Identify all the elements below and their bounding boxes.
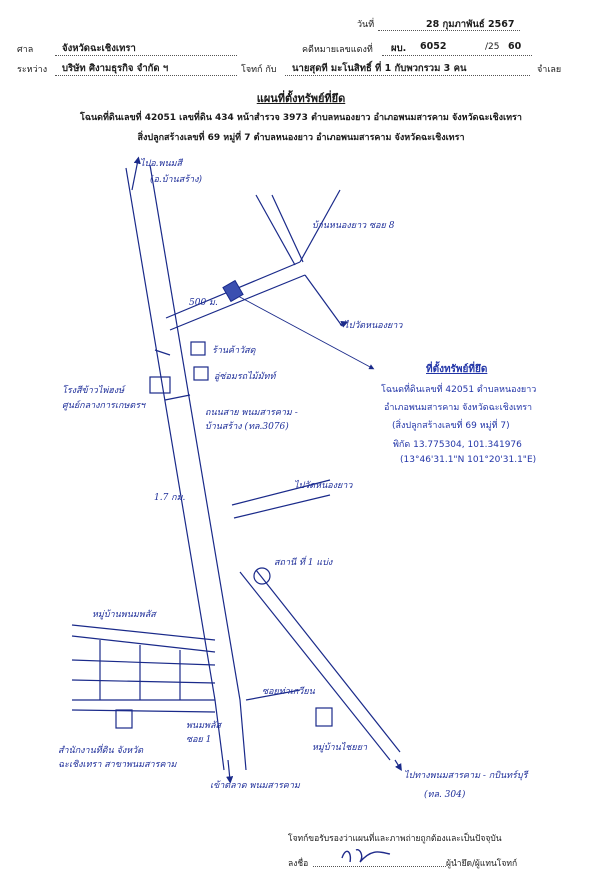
case-number: 6052 xyxy=(420,41,447,52)
defendant-role: จำเลย xyxy=(537,65,562,75)
info-box-line-3: (สิ่งปลูกสร้างเลขที่ 69 หมู่ที่ 7) xyxy=(392,421,510,431)
between-label: ระหว่าง xyxy=(17,65,48,75)
label-to-highway: ไปทางพนมสารคาม - กบินทร์บุรี xyxy=(404,771,528,781)
label-factory-sub: ศูนย์กลางการเกษตรฯ xyxy=(62,401,146,411)
label-road-name: ถนนสาย พนมสารคาม - บ้านสร้าง (ทล.3076) xyxy=(205,408,298,432)
plaintiff-role: โจทก์ กับ xyxy=(241,65,277,75)
label-gas-station: สถานี ที่ 1 แบ่ง xyxy=(274,558,333,568)
info-box-line-1: โฉนดที่ดินเลขที่ 42051 ตำบลหนองยาว xyxy=(381,385,537,395)
footer-sign-label: ลงชื่อ xyxy=(288,859,309,869)
label-factory: โรงสีข้าวไพ่ฮงษ์ xyxy=(62,386,125,396)
court-value: จังหวัดฉะเชิงเทรา xyxy=(62,43,136,54)
label-market-village: หมู่บ้านไชยยา xyxy=(312,743,368,753)
subtitle-line-2: สิ่งปลูกสร้างเลขที่ 69 หมู่ที่ 7 ตำบลหนอ… xyxy=(137,133,465,143)
label-highway-code: (ทล. 304) xyxy=(424,790,466,800)
label-distance-500: 500 ม. xyxy=(189,298,218,308)
label-to-phanom: ไปอ.พนมสี xyxy=(140,159,183,169)
label-village-ban-nong-yao: บ้านหนองยาว ซอย 8 xyxy=(312,221,395,231)
court-label: ศาล xyxy=(17,45,34,55)
footer-sign-role: ผู้นำยึด/ผู้แทนโจทก์ xyxy=(446,859,518,869)
label-land-office: สำนักงานที่ดิน จังหวัดฉะเชิงเทรา สาขาพนม… xyxy=(58,746,177,770)
label-distance-17: 1.7 กม. xyxy=(154,493,186,503)
date-label: วันที่ xyxy=(357,20,375,30)
case-prefix: ผบ. xyxy=(391,43,407,54)
case-year-separator: /25 xyxy=(485,42,500,52)
case-label: คดีหมายเลขแดงที่ xyxy=(302,45,373,55)
subtitle-line-1: โฉนดที่ดินเลขที่ 42051 เลขที่ดิน 434 หน้… xyxy=(80,113,522,123)
info-box-line-5: (13°46'31.1"N 101°20'31.1"E) xyxy=(400,455,537,465)
label-village-phanom: หมู่บ้านพนมพลัส xyxy=(92,610,156,620)
label-shop-2: อู่ซ่อมรถไม้มัทท์ xyxy=(214,372,276,382)
info-box-line-2: อำเภอพนมสารคาม จังหวัดฉะเชิงเทรา xyxy=(384,403,533,413)
label-to-wat-nong-yao-2: ไปวัดหนองยาว xyxy=(294,481,353,491)
case-year: 60 xyxy=(508,41,522,52)
date-value: 28 กุมภาพันธ์ 2567 xyxy=(426,19,515,30)
info-box-title: ที่ตั้งทรัพย์ที่ยึด xyxy=(426,364,488,375)
info-box-line-4: พิกัด 13.775304, 101.341976 xyxy=(393,440,522,450)
defendant-value: นายสุดที มะโนสิทธิ์ ที่ 1 กับพวกรวม 3 คน xyxy=(292,63,467,74)
plaintiff-value: บริษัท ศิงามธุรกิจ จำกัด ฯ xyxy=(62,63,169,74)
label-soi-1: พนมพลัส ซอย 1 xyxy=(186,721,221,745)
label-soi-kiang: ซอยท่าเกวียน xyxy=(262,687,315,697)
label-to-phanom-sub: (อ.บ้านสร้าง) xyxy=(150,175,202,185)
label-to-wat-nong-yao-1: ไปวัดหนองยาว xyxy=(344,321,403,331)
label-to-market: เข้าตลาด พนมสารคาม xyxy=(210,781,300,791)
page-title: แผนที่ตั้งทรัพย์ที่ยึด xyxy=(256,92,346,105)
label-shop-1: ร้านค้าวัสดุ xyxy=(212,346,256,356)
footer-certify: โจทก์ขอรับรองว่าแผนที่และภาพถ่ายถูกต้องแ… xyxy=(288,834,502,844)
